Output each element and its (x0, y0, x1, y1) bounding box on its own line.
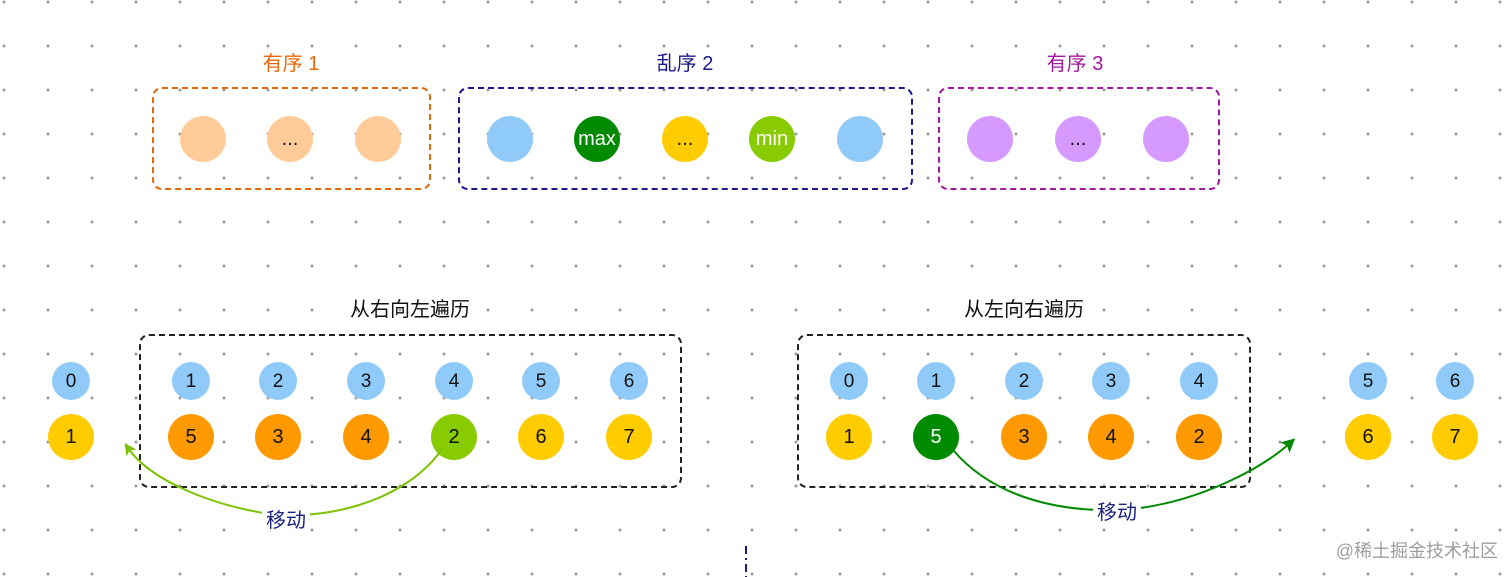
right-index-outside: 6 (1436, 362, 1474, 400)
right-value-outside: 7 (1432, 414, 1478, 460)
group-sorted-3-item (967, 116, 1013, 162)
right-value: 1 (826, 414, 872, 460)
group-unsorted-2-min: min (749, 116, 795, 162)
left-value: 7 (606, 414, 652, 460)
left-index: 1 (172, 362, 210, 400)
group-unsorted-2-box (458, 87, 913, 190)
left-value: 6 (518, 414, 564, 460)
group-sorted-3-item (1143, 116, 1189, 162)
group-unsorted-2-item (487, 116, 533, 162)
right-index: 3 (1092, 362, 1130, 400)
right-index: 2 (1005, 362, 1043, 400)
group-unsorted-2-title: 乱序 2 (656, 53, 714, 75)
watermark: @稀土掘金技术社区 (1335, 541, 1498, 561)
right-value-outside: 6 (1345, 414, 1391, 460)
right-traversal-box (797, 334, 1251, 488)
group-sorted-3-box (938, 87, 1220, 190)
right-value-max: 5 (913, 414, 959, 460)
right-move-label: 移动 (1093, 501, 1141, 525)
right-index: 0 (830, 362, 868, 400)
right-traversal-title: 从左向右遍历 (964, 299, 1084, 321)
group-sorted-3-title: 有序 3 (1046, 53, 1104, 75)
right-move-arrow (952, 438, 1296, 511)
group-sorted-1-title: 有序 1 (262, 53, 320, 75)
left-value: 5 (168, 414, 214, 460)
left-index: 5 (522, 362, 560, 400)
group-sorted-3-item: ... (1055, 116, 1101, 162)
group-unsorted-2-max: max (574, 116, 620, 162)
left-value: 3 (255, 414, 301, 460)
left-value-outside: 1 (48, 414, 94, 460)
group-unsorted-2-item: ... (662, 116, 708, 162)
left-index: 6 (610, 362, 648, 400)
left-value: 4 (343, 414, 389, 460)
left-traversal-title: 从右向左遍历 (350, 299, 470, 321)
right-index: 1 (917, 362, 955, 400)
left-index-outside: 0 (52, 362, 90, 400)
right-index: 4 (1180, 362, 1218, 400)
group-sorted-1-item: ... (267, 116, 313, 162)
left-move-arrow (124, 443, 441, 517)
left-index: 2 (259, 362, 297, 400)
right-index-outside: 5 (1349, 362, 1387, 400)
right-value: 3 (1001, 414, 1047, 460)
left-index: 4 (435, 362, 473, 400)
left-traversal-box (139, 334, 682, 488)
left-move-label: 移动 (262, 509, 310, 533)
right-value: 2 (1176, 414, 1222, 460)
group-sorted-1-box (152, 87, 431, 190)
right-value: 4 (1088, 414, 1134, 460)
group-sorted-1-item (355, 116, 401, 162)
left-index: 3 (347, 362, 385, 400)
group-sorted-1-item (180, 116, 226, 162)
group-unsorted-2-item (837, 116, 883, 162)
